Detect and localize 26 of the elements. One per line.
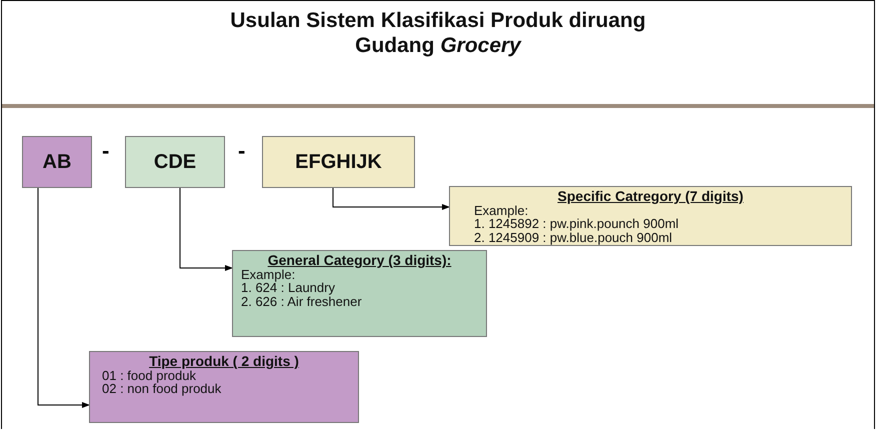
connector-arrow xyxy=(38,188,90,408)
code-box xyxy=(22,136,92,188)
code-box xyxy=(262,136,415,188)
code-box xyxy=(125,136,225,188)
title: Usulan Sistem Klasifikasi Produk diruang Gudang Grocery xyxy=(229,8,647,58)
connector-arrow xyxy=(180,188,233,271)
box-text: Example: xyxy=(241,268,296,281)
box-text: 1. 1245892 : pw.pink.pounch 900ml xyxy=(473,217,680,230)
info-box xyxy=(449,186,852,246)
info-box xyxy=(232,250,487,337)
info-box xyxy=(89,351,359,423)
code-text: AB xyxy=(42,150,72,174)
box-text: 02 : non food produk xyxy=(101,382,222,396)
box-text: 1. 624 : Laundry xyxy=(241,281,336,294)
box-text: 01 : food produk xyxy=(101,368,196,382)
separator-text: - xyxy=(238,138,246,164)
box-heading: Specific Catregory (7 digits) xyxy=(556,190,744,204)
box-heading: General Category (3 digits): xyxy=(266,254,452,268)
box-text: 2. 1245909 : pw.blue.pouch 900ml xyxy=(473,230,674,244)
box-heading: Tipe produk ( 2 digits ) xyxy=(148,355,300,368)
separator-text: - xyxy=(102,138,110,164)
code-text: EFGHIJK xyxy=(295,150,382,174)
code-text: CDE xyxy=(154,150,196,174)
box-text: 2. 626 : Air freshener xyxy=(241,294,363,308)
box-text: Example: xyxy=(473,204,528,217)
connector-arrow xyxy=(332,188,450,210)
